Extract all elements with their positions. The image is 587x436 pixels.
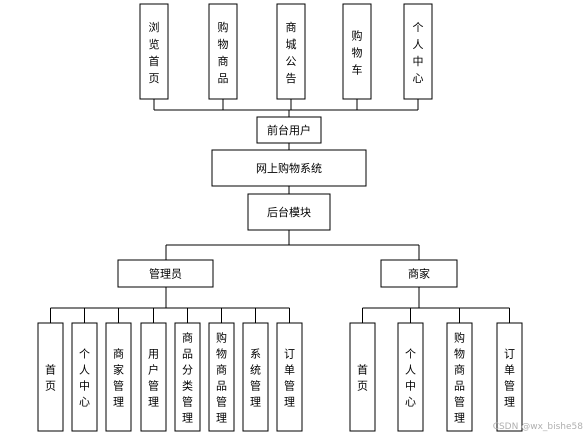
node-top-3-label: 购物车 <box>352 28 363 76</box>
node-top-0: 浏览首页 <box>139 3 169 100</box>
node-admin-child-7-box <box>276 322 303 432</box>
node-backend: 后台模块 <box>247 193 331 231</box>
node-top-4: 个人中心 <box>403 3 433 100</box>
node-backend-box <box>247 193 331 231</box>
node-admin-child-1-box <box>71 322 98 432</box>
node-merchant-child-2-label: 购物商品管理 <box>454 330 465 424</box>
connector-lines <box>50 99 510 323</box>
node-front-user-label: 前台用户 <box>267 123 311 137</box>
node-admin-child-7-label: 订单管理 <box>284 347 295 408</box>
node-merchant-box <box>380 259 458 288</box>
node-system-label: 网上购物系统 <box>256 161 322 175</box>
node-admin-child-3-box <box>140 322 167 432</box>
node-admin-child-0: 首页 <box>37 322 64 432</box>
node-admin-child-6-label: 系统管理 <box>250 347 261 408</box>
node-merchant: 商家 <box>380 259 458 288</box>
node-admin-child-0-label: 首页 <box>45 362 56 392</box>
node-admin: 管理员 <box>117 259 214 288</box>
node-admin-child-5: 购物商品管理 <box>208 322 235 432</box>
node-admin-child-6: 系统管理 <box>242 322 269 432</box>
node-admin-child-5-label: 购物商品管理 <box>216 330 227 424</box>
node-merchant-child-1-label: 个人中心 <box>405 347 416 408</box>
node-merchant-child-1-box <box>397 322 424 432</box>
node-admin-child-3-label: 用户管理 <box>148 347 159 408</box>
node-merchant-child-0: 首页 <box>349 322 376 432</box>
node-merchant-child-0-label: 首页 <box>357 362 368 392</box>
node-admin-child-5-box <box>208 322 235 432</box>
node-top-2-label: 商城公告 <box>286 20 297 85</box>
node-front-user: 前台用户 <box>256 116 322 144</box>
node-top-1-box <box>208 3 238 100</box>
node-merchant-child-3-label: 订单管理 <box>504 347 515 408</box>
node-top-0-box <box>139 3 169 100</box>
node-admin-box <box>117 259 214 288</box>
node-admin-child-2-box <box>105 322 132 432</box>
node-backend-label: 后台模块 <box>267 205 311 219</box>
node-admin-child-1-label: 个人中心 <box>79 347 90 408</box>
node-admin-child-4-box <box>174 322 201 432</box>
node-merchant-child-3-box <box>496 322 523 432</box>
node-admin-label: 管理员 <box>149 267 182 281</box>
node-system-box <box>211 149 367 187</box>
node-top-4-box <box>403 3 433 100</box>
node-top-2: 商城公告 <box>276 3 306 100</box>
node-admin-child-6-box <box>242 322 269 432</box>
node-admin-child-3: 用户管理 <box>140 322 167 432</box>
node-admin-child-4: 商品分类管理 <box>174 322 201 432</box>
node-front-user-box <box>256 116 322 144</box>
node-top-1: 购物商品 <box>208 3 238 100</box>
node-admin-child-2-label: 商家管理 <box>113 346 124 408</box>
node-admin-child-1: 个人中心 <box>71 322 98 432</box>
node-admin-child-7: 订单管理 <box>276 322 303 432</box>
node-top-1-label: 购物商品 <box>218 20 229 85</box>
node-system: 网上购物系统 <box>211 149 367 187</box>
node-merchant-child-3: 订单管理 <box>496 322 523 432</box>
node-merchant-child-1: 个人中心 <box>397 322 424 432</box>
diagram-nodes: 浏览首页购物商品商城公告购物车个人中心前台用户网上购物系统后台模块管理员商家首页… <box>37 3 523 432</box>
node-merchant-label: 商家 <box>408 267 430 281</box>
node-top-3-box <box>342 3 372 100</box>
node-top-3: 购物车 <box>342 3 372 100</box>
node-admin-child-0-box <box>37 322 64 432</box>
node-merchant-child-0-box <box>349 322 376 432</box>
node-admin-child-4-label: 商品分类管理 <box>182 330 193 424</box>
node-top-2-box <box>276 3 306 100</box>
watermark-text: CSDN @wx_bishe58 <box>493 422 584 432</box>
node-top-4-label: 个人中心 <box>413 21 424 85</box>
node-merchant-child-2: 购物商品管理 <box>446 322 473 432</box>
node-admin-child-2: 商家管理 <box>105 322 132 432</box>
node-merchant-child-2-box <box>446 322 473 432</box>
node-top-0-label: 浏览首页 <box>149 20 160 85</box>
